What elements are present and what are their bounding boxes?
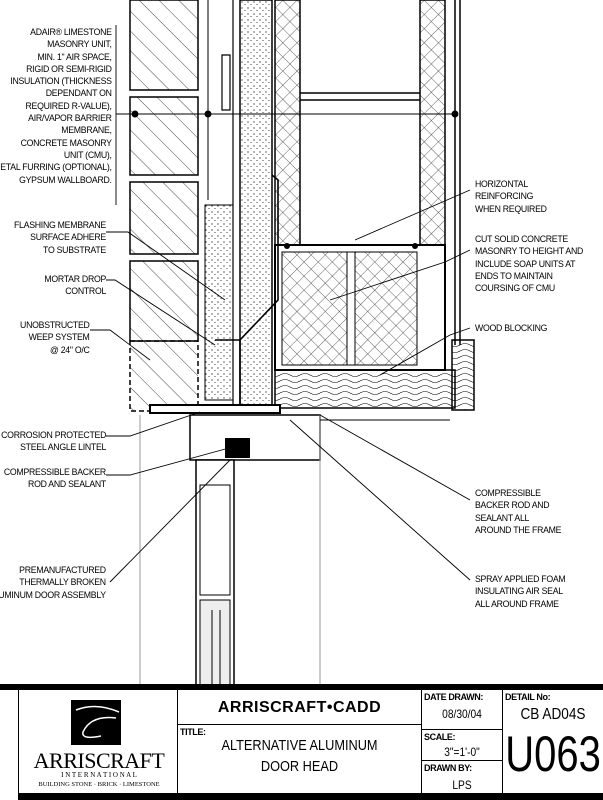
label-line: SURFACE ADHERE xyxy=(30,232,106,244)
label-line: CONCRETE MASONRY xyxy=(20,137,112,149)
masonry-tie xyxy=(221,54,231,111)
bottom-border xyxy=(18,794,603,800)
label-line: DEPENDANT ON xyxy=(46,88,112,100)
label-line: UNOBSTRUCTED xyxy=(20,320,90,331)
label-line: MASONRY UNIT, xyxy=(47,39,112,51)
drawn-by-label: DRAWN BY: xyxy=(424,763,472,773)
section-drawing xyxy=(0,0,603,690)
label-line: ADAIR® LIMESTONE xyxy=(30,27,113,38)
label-cut-concrete: CUT SOLID CONCRETE MASONRY TO HEIGHT AND… xyxy=(475,234,583,295)
label-flashing: FLASHING MEMBRANE SURFACE ADHERE TO SUBS… xyxy=(14,220,106,257)
steel-angle-lintel xyxy=(149,404,281,414)
label-compressible-backer: COMPRESSIBLE BACKER ROD AND SEALANT ALL … xyxy=(475,488,562,537)
drawn-by-value: LPS xyxy=(452,778,472,792)
leader-lines xyxy=(90,25,471,583)
label-line: METAL FURRING (OPTIONAL), xyxy=(0,162,112,174)
label-line: CUT SOLID CONCRETE xyxy=(475,234,568,245)
company-sub: I N T E R N A T I O N A L xyxy=(61,771,137,779)
date-label: DATE DRAWN: xyxy=(424,692,483,702)
label-weep-system: UNOBSTRUCTED WEEP SYSTEM @ 24" O/C xyxy=(20,320,90,357)
arriscraft-logo-icon xyxy=(71,700,121,745)
label-line: ENDS TO MAINTAIN xyxy=(475,270,553,282)
label-line: MEMBRANE, xyxy=(61,125,113,137)
label-door-assembly: PREMANUFACTURED THERMALLY BROKEN ALUMINU… xyxy=(0,565,106,602)
label-line: COMPRESSIBLE xyxy=(475,488,541,499)
drawn-by-cell: DRAWN BY: LPS xyxy=(421,760,503,794)
logo-cell: ARRISCRAFT I N T E R N A T I O N A L BUI… xyxy=(18,690,178,794)
rigid-insulation xyxy=(239,0,273,411)
company-name: ARRISCRAFT xyxy=(33,748,165,773)
label-backer-rod: COMPRESSIBLE BACKER ROD AND SEALANT xyxy=(4,467,106,492)
label-line: INSULATION (THICKNESS xyxy=(10,76,113,88)
wood-blocking xyxy=(274,369,456,409)
cmu-wall xyxy=(274,0,446,371)
label-line: ALUMINUM DOOR ASSEMBLY xyxy=(0,589,106,601)
label-line: HORIZONTAL xyxy=(475,179,528,190)
label-horizontal-reinforcing: HORIZONTAL REINFORCING WHEN REQUIRED xyxy=(475,179,547,216)
cadd-heading: ARRISCRAFT•CADD xyxy=(217,699,382,716)
label-line: AIR/VAPOR BARRIER xyxy=(28,113,112,125)
label-line: SEALANT ALL xyxy=(475,512,530,524)
label-line: @ 24" O/C xyxy=(50,344,90,356)
label-line: WHEN REQUIRED xyxy=(475,203,547,215)
mortar-drop-control xyxy=(204,204,234,401)
label-spray-foam: SPRAY APPLIED FOAM INSULATING AIR SEAL A… xyxy=(475,574,566,611)
detail-code: CB AD04S xyxy=(520,706,586,723)
detail-label: DETAIL No: xyxy=(505,692,551,702)
label-line: WEEP SYSTEM xyxy=(29,332,90,344)
label-line: STEEL ANGLE LINTEL xyxy=(19,442,106,454)
label-line: MASONRY TO HEIGHT AND xyxy=(475,246,584,258)
label-mortar-drop: MORTAR DROP CONTROL xyxy=(44,274,106,299)
label-line: MIN. 1" AIR SPACE, xyxy=(37,51,113,63)
scale-label: SCALE: xyxy=(424,732,456,742)
date-value: 08/30/04 xyxy=(442,707,482,721)
label-line: TO SUBSTRATE xyxy=(43,244,106,256)
limestone-units xyxy=(129,0,199,412)
label-line: AROUND THE FRAME xyxy=(475,524,562,536)
label-line: UNIT (CMU), xyxy=(64,149,112,161)
label-line: INSULATING AIR SEAL xyxy=(475,586,563,598)
label-line: MORTAR DROP xyxy=(44,274,106,285)
scale-cell: SCALE: 3"=1'-0" xyxy=(421,729,503,761)
label-wall-assembly: ADAIR® LIMESTONE MASONRY UNIT, MIN. 1" A… xyxy=(0,27,112,187)
label-line: COMPRESSIBLE BACKER xyxy=(3,467,106,478)
scale-value: 3"=1'-0" xyxy=(444,745,480,759)
label-line: ROD AND SEALANT xyxy=(28,479,106,491)
label-line: PREMANUFACTURED xyxy=(19,565,106,576)
company-tagline: BUILDING STONE · BRICK · LIMESTONE xyxy=(38,781,160,788)
detail-cell: DETAIL No: CB AD04S U063 xyxy=(502,690,603,794)
cadd-cell: ARRISCRAFT•CADD xyxy=(177,690,422,725)
drawing-title-line1: ALTERNATIVE ALUMINUM xyxy=(221,737,378,754)
label-line: REQUIRED R-VALUE), xyxy=(25,100,113,112)
drawing-title-line2: DOOR HEAD xyxy=(260,758,339,775)
title-cell: TITLE: ALTERNATIVE ALUMINUM DOOR HEAD xyxy=(177,724,422,794)
label-line: CONTROL xyxy=(65,286,106,298)
label-line: FLASHING MEMBRANE xyxy=(14,220,106,231)
detail-number: U063 xyxy=(505,726,601,782)
label-line: REINFORCING xyxy=(475,191,534,203)
label-line: SPRAY APPLIED FOAM xyxy=(475,574,566,585)
label-line: ALL AROUND FRAME xyxy=(475,598,559,610)
label-wood-blocking: WOOD BLOCKING xyxy=(475,323,547,335)
title-block: ARRISCRAFT I N T E R N A T I O N A L BUI… xyxy=(0,690,603,800)
label-line: RIGID OR SEMI-RIGID xyxy=(26,63,112,75)
label-line: BACKER ROD AND xyxy=(475,500,550,512)
title-label: TITLE: xyxy=(180,727,206,737)
label-lintel: CORROSION PROTECTED STEEL ANGLE LINTEL xyxy=(1,430,106,455)
label-line: INCLUDE SOAP UNITS AT xyxy=(475,258,576,270)
label-line: GYPSUM WALLBOARD. xyxy=(19,174,112,186)
label-line: WOOD BLOCKING xyxy=(475,323,548,334)
label-line: CORROSION PROTECTED xyxy=(1,430,106,441)
label-line: COURSING OF CMU xyxy=(475,283,555,295)
label-line: THERMALLY BROKEN xyxy=(19,577,107,589)
wood-trim xyxy=(451,339,475,411)
date-cell: DATE DRAWN: 08/30/04 xyxy=(421,690,503,730)
aluminum-door-frame xyxy=(139,414,450,690)
